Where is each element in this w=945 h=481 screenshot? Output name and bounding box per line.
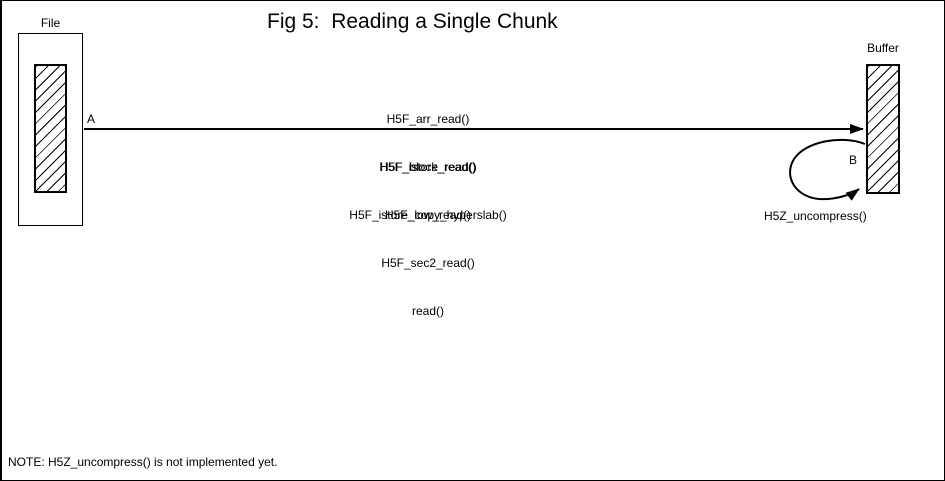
footnote: NOTE: H5Z_uncompress() is not implemente… xyxy=(8,455,278,469)
file-label: File xyxy=(40,16,61,30)
call-item: H5F_istore_copy_hyperslab() xyxy=(349,208,507,222)
figure-title: Fig 5: Reading a Single Chunk xyxy=(267,10,558,33)
arrow-a-label: A xyxy=(87,112,96,126)
arrow-b-label: B xyxy=(849,153,858,167)
call-item: read() xyxy=(411,304,444,318)
buffer-chunk-hatched xyxy=(866,64,900,194)
call-stack-above-arrow: H5F_arr_read() H5F_istore_read() H5F_ist… xyxy=(328,79,528,255)
call-item: H5F_sec2_read() xyxy=(381,256,475,270)
call-stack-below-arrow: H5F_block_read() H5F_low_read() H5F_sec2… xyxy=(328,127,528,351)
uncompress-caption: H5Z_uncompress() xyxy=(764,209,867,223)
buffer-label: Buffer xyxy=(867,41,899,55)
uncompress-loop-arrow xyxy=(789,138,866,201)
call-item: H5F_block_read() xyxy=(379,160,477,174)
call-item: H5F_istore_read() xyxy=(379,160,477,174)
call-item: H5F_arr_read() xyxy=(386,112,470,126)
file-chunk-hatched xyxy=(34,64,67,193)
call-item: H5F_low_read() xyxy=(384,208,472,222)
